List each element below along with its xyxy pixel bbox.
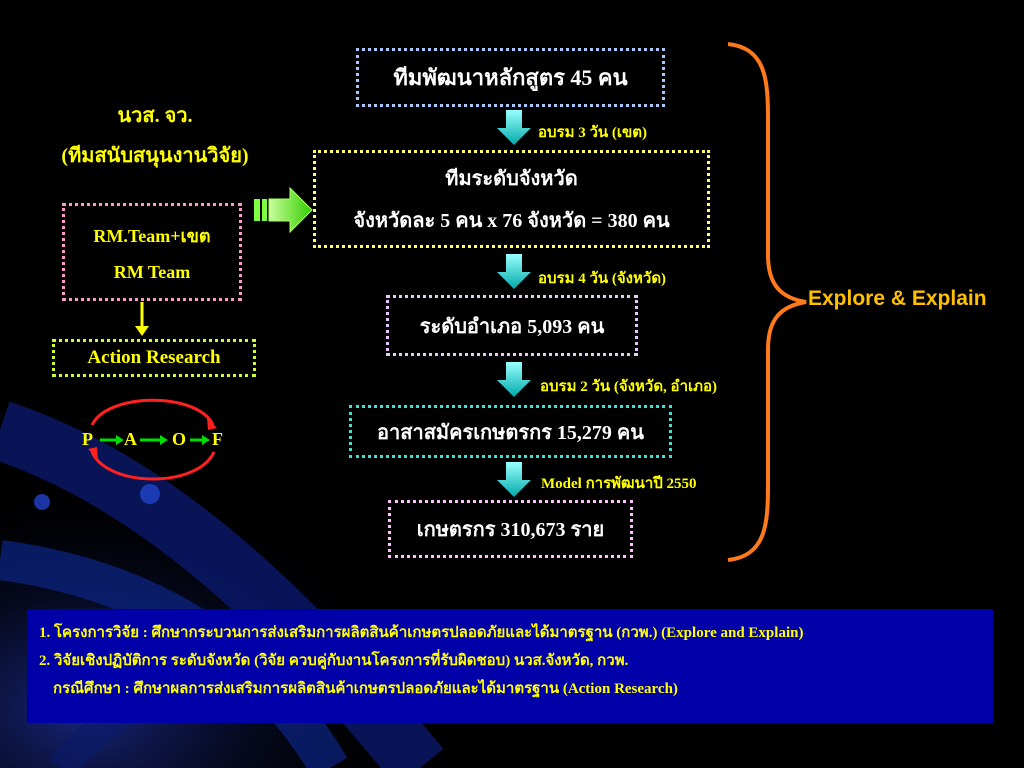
cycle-a: A bbox=[124, 429, 137, 449]
down-arrow-icon bbox=[497, 362, 531, 397]
rm-team-box: RM.Team+เขต RM Team bbox=[62, 203, 242, 301]
training-label-3: อบรม 2 วัน (จังหวัด, อำเภอ) bbox=[540, 379, 718, 395]
cycle-arrows-icon bbox=[88, 398, 217, 481]
rm-team-line2: RM Team bbox=[113, 262, 191, 282]
district-level-label: ระดับอำเภอ 5,093 คน bbox=[419, 315, 605, 338]
note-line-3: กรณีศึกษา : ศึกษาผลการส่งเสริมการผลิตสิน… bbox=[53, 681, 678, 697]
org-subtitle: (ทีมสนับสนุนงานวิจัย) bbox=[61, 145, 249, 167]
training-label-2: อบรม 4 วัน (จังหวัด) bbox=[538, 271, 667, 287]
note-line-1: 1. โครงการวิจัย : ศึกษากระบวนการส่งเสริม… bbox=[39, 625, 804, 641]
volunteer-farmers-box: อาสาสมัครเกษตรกร 15,279 คน bbox=[349, 405, 672, 458]
down-arrow-icon bbox=[497, 462, 531, 497]
down-arrow-icon bbox=[497, 254, 531, 289]
note-line-2: 2. วิจัยเชิงปฏิบัติการ ระดับจังหวัด (วิจ… bbox=[39, 653, 629, 669]
right-arrow-icon bbox=[254, 186, 313, 234]
district-level-box: ระดับอำเภอ 5,093 คน bbox=[386, 295, 638, 356]
cycle-f: F bbox=[212, 429, 223, 449]
right-brace-icon bbox=[727, 42, 807, 562]
volunteer-farmers-label: อาสาสมัครเกษตรกร 15,279 คน bbox=[377, 421, 644, 444]
cycle-o: O bbox=[172, 429, 187, 449]
province-team-count: จังหวัดละ 5 คน x 76 จังหวัด = 380 คน bbox=[353, 210, 670, 232]
model-label: Model การพัฒนาปี 2550 bbox=[541, 476, 697, 492]
down-arrow-icon bbox=[135, 302, 149, 336]
rm-team-line1: RM.Team+เขต bbox=[93, 226, 211, 246]
curriculum-team-box: ทีมพัฒนาหลักสูตร 45 คน bbox=[356, 48, 665, 107]
province-team-title: ทีมระดับจังหวัด bbox=[445, 168, 578, 190]
org-title: นวส. จว. bbox=[117, 105, 193, 127]
action-research-label: Action Research bbox=[87, 347, 221, 368]
notes-panel: 1. โครงการวิจัย : ศึกษากระบวนการส่งเสริม… bbox=[27, 609, 993, 723]
explore-explain-label: Explore & Explain bbox=[808, 287, 987, 310]
cycle-p: P bbox=[82, 429, 93, 449]
training-label-1: อบรม 3 วัน (เขต) bbox=[538, 125, 648, 141]
action-research-box: Action Research bbox=[52, 339, 256, 377]
farmers-label: เกษตรกร 310,673 ราย bbox=[416, 519, 605, 541]
curriculum-team-label: ทีมพัฒนาหลักสูตร 45 คน bbox=[393, 65, 628, 90]
farmers-box: เกษตรกร 310,673 ราย bbox=[388, 500, 633, 558]
down-arrow-icon bbox=[497, 110, 531, 145]
province-team-box: ทีมระดับจังหวัด จังหวัดละ 5 คน x 76 จังห… bbox=[313, 150, 710, 248]
